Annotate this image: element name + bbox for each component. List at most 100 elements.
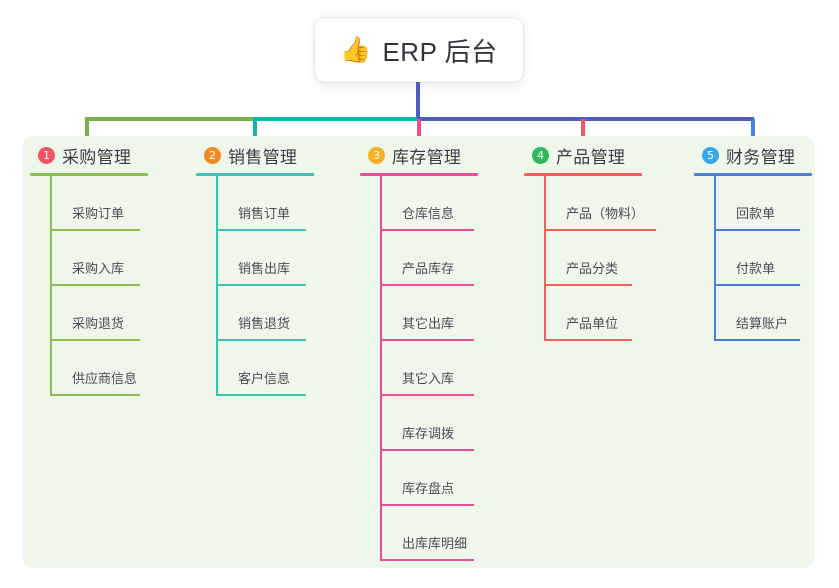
leaf-item[interactable]: 采购订单 — [50, 176, 200, 231]
branch-title: 产品管理 — [556, 147, 626, 167]
branch-header-3[interactable]: 3 库存管理 — [360, 142, 530, 168]
branch-number-badge: 4 — [532, 146, 549, 164]
leaf-item-underline — [380, 504, 474, 506]
leaf-item-label: 产品单位 — [566, 316, 619, 331]
leaf-item[interactable]: 销售退货 — [216, 286, 366, 341]
branch-header-4[interactable]: 4 产品管理 — [524, 142, 694, 168]
leaf-item-label: 采购订单 — [72, 206, 125, 221]
leaf-item[interactable]: 产品分类 — [544, 231, 694, 286]
leaf-item-label: 其它出库 — [402, 316, 455, 331]
connector-drop-1 — [85, 119, 89, 151]
leaf-item-label: 销售订单 — [238, 206, 291, 221]
leaf-item-underline — [50, 284, 140, 286]
branch-underline — [360, 173, 478, 176]
branch-number-badge: 1 — [38, 146, 55, 164]
branch-leaf-list: 回款单付款单结算账户 — [714, 176, 839, 341]
leaf-item-underline — [544, 229, 656, 231]
leaf-item[interactable]: 库存盘点 — [380, 451, 530, 506]
branch-underline — [694, 173, 812, 176]
leaf-item-underline — [50, 394, 140, 396]
leaf-item[interactable]: 仓库信息 — [380, 176, 530, 231]
branch-leaf-list: 产品（物料） 产品分类产品单位 — [544, 176, 694, 341]
branch-underline — [196, 173, 314, 176]
leaf-item[interactable]: 采购退货 — [50, 286, 200, 341]
leaf-item-label: 付款单 — [736, 261, 776, 276]
diagram-panel — [22, 136, 815, 568]
leaf-item-underline — [216, 339, 306, 341]
leaf-item-underline — [216, 394, 306, 396]
leaf-item-label: 产品库存 — [402, 261, 455, 276]
leaf-item-underline — [216, 284, 306, 286]
leaf-item-underline — [380, 284, 474, 286]
connector-bar-green — [85, 117, 255, 121]
leaf-item[interactable]: 库存调拨 — [380, 396, 530, 451]
connector-bar-blue — [417, 117, 754, 121]
branch-spine — [380, 176, 382, 561]
leaf-item-underline — [714, 339, 800, 341]
leaf-item[interactable]: 客户信息 — [216, 341, 366, 396]
leaf-item-label: 库存调拨 — [402, 426, 455, 441]
leaf-item-label: 销售出库 — [238, 261, 291, 276]
branch-column-3: 3 库存管理仓库信息产品库存其它出库其它入库库存调拨库存盘点出库库明细 — [360, 142, 530, 561]
leaf-item[interactable]: 其它入库 — [380, 341, 530, 396]
thumbs-up-icon: 👍 — [340, 35, 372, 64]
leaf-item-underline — [714, 284, 800, 286]
leaf-item-label: 产品分类 — [566, 261, 619, 276]
branch-spine — [216, 176, 218, 396]
branch-header-1[interactable]: 1 采购管理 — [30, 142, 200, 168]
leaf-item-label: 供应商信息 — [72, 371, 138, 386]
branch-title: 采购管理 — [62, 147, 132, 167]
leaf-item-label: 产品（物料） — [566, 206, 645, 221]
connector-drop-2 — [253, 119, 257, 151]
leaf-item[interactable]: 出库库明细 — [380, 506, 530, 561]
leaf-item-underline — [50, 229, 140, 231]
connector-bar-teal — [253, 117, 420, 121]
leaf-item-underline — [544, 339, 632, 341]
leaf-item-label: 回款单 — [736, 206, 776, 221]
leaf-item-underline — [380, 339, 474, 341]
branch-underline — [524, 173, 642, 176]
leaf-item[interactable]: 产品（物料） — [544, 176, 694, 231]
root-node-card[interactable]: 👍 ERP 后台 — [315, 18, 523, 82]
leaf-item-label: 库存盘点 — [402, 481, 455, 496]
leaf-item-underline — [714, 229, 800, 231]
branch-spine — [50, 176, 52, 396]
leaf-item[interactable]: 结算账户 — [714, 286, 839, 341]
leaf-item-label: 销售退货 — [238, 316, 291, 331]
connector-drop-5 — [751, 119, 755, 151]
branch-title: 财务管理 — [726, 147, 796, 167]
leaf-item-underline — [380, 394, 474, 396]
leaf-item-label: 采购退货 — [72, 316, 125, 331]
branch-leaf-list: 仓库信息产品库存其它出库其它入库库存调拨库存盘点出库库明细 — [380, 176, 530, 561]
branch-spine — [714, 176, 716, 341]
leaf-item[interactable]: 销售订单 — [216, 176, 366, 231]
connector-root-stem — [416, 82, 420, 121]
leaf-item[interactable]: 回款单 — [714, 176, 839, 231]
leaf-item-underline — [50, 339, 140, 341]
leaf-item-underline — [544, 284, 632, 286]
leaf-item[interactable]: 产品单位 — [544, 286, 694, 341]
leaf-item[interactable]: 采购入库 — [50, 231, 200, 286]
leaf-item-label: 出库库明细 — [402, 536, 468, 551]
leaf-item[interactable]: 付款单 — [714, 231, 839, 286]
leaf-item[interactable]: 产品库存 — [380, 231, 530, 286]
branch-leaf-list: 销售订单销售出库销售退货客户信息 — [216, 176, 366, 396]
branch-underline — [30, 173, 148, 176]
branch-title: 库存管理 — [392, 147, 462, 167]
leaf-item-label: 客户信息 — [238, 371, 291, 386]
branch-number-badge: 5 — [702, 146, 719, 164]
branch-header-5[interactable]: 5 财务管理 — [694, 142, 839, 168]
branch-column-4: 4 产品管理产品（物料） 产品分类产品单位 — [524, 142, 694, 341]
leaf-item[interactable]: 销售出库 — [216, 231, 366, 286]
branch-number-badge: 3 — [368, 146, 385, 164]
leaf-item[interactable]: 供应商信息 — [50, 341, 200, 396]
branch-spine — [544, 176, 546, 341]
leaf-item-underline — [216, 229, 306, 231]
root-node-title: ERP 后台 — [382, 36, 498, 67]
branch-leaf-list: 采购订单采购入库采购退货供应商信息 — [50, 176, 200, 396]
leaf-item-label: 结算账户 — [736, 316, 789, 331]
leaf-item[interactable]: 其它出库 — [380, 286, 530, 341]
leaf-item-underline — [380, 229, 474, 231]
